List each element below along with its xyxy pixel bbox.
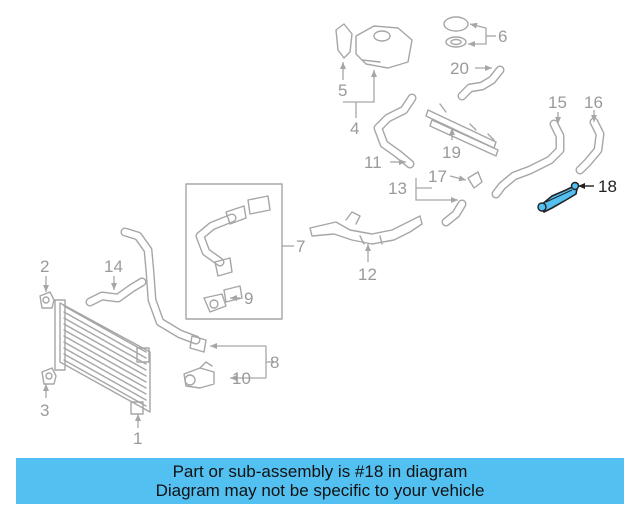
bleed-hose-part[interactable] (457, 65, 505, 101)
leader-lines (43, 22, 597, 428)
callout-5: 5 (338, 81, 347, 100)
tank-bracket-part[interactable] (335, 23, 353, 59)
highlighted-pipe-part-18[interactable] (537, 181, 580, 213)
callout-13: 13 (388, 179, 407, 198)
tank-cap-part[interactable] (443, 16, 469, 48)
callout-11: 11 (364, 153, 382, 172)
thermostat-housing-part[interactable] (183, 361, 215, 389)
callout-7: 7 (296, 237, 305, 256)
banner-line-2: Diagram may not be specific to your vehi… (155, 481, 485, 500)
callout-3: 3 (40, 401, 49, 420)
lower-mount-part[interactable] (41, 367, 57, 385)
callout-14: 14 (104, 257, 123, 276)
callout-2: 2 (40, 257, 49, 276)
hose-assembly-part[interactable] (195, 195, 271, 313)
heater-hose-15-part[interactable] (491, 119, 565, 199)
upper-radiator-hose-part[interactable] (85, 277, 147, 307)
cross-pipe-part[interactable] (425, 103, 499, 157)
info-banner: Part or sub-assembly is #18 in diagram D… (16, 458, 624, 504)
upper-mount-part[interactable] (39, 291, 55, 309)
callout-9: 9 (244, 289, 253, 308)
heater-hose-16-part[interactable] (575, 117, 605, 175)
callout-18: 18 (598, 177, 617, 196)
callout-6: 6 (498, 27, 507, 46)
callout-20: 20 (450, 59, 469, 78)
parts-diagram: 1 2 3 4 5 6 7 8 9 10 11 12 13 14 15 16 1… (39, 16, 617, 448)
callout-12: 12 (358, 265, 377, 284)
radiator-part[interactable] (54, 299, 151, 415)
connector-pipe-part[interactable] (441, 171, 483, 227)
main-coolant-hose-part[interactable] (120, 227, 207, 353)
callout-10: 10 (232, 369, 251, 388)
callout-4: 4 (350, 119, 359, 138)
callout-17: 17 (428, 167, 447, 186)
callout-8: 8 (270, 353, 279, 372)
banner-line-1: Part or sub-assembly is #18 in diagram (172, 462, 468, 481)
coolant-pipe-part[interactable] (373, 93, 417, 169)
callout-1: 1 (133, 429, 142, 448)
expansion-tank-part[interactable] (355, 25, 413, 69)
group-box-7 (185, 183, 283, 320)
callout-16: 16 (584, 93, 603, 112)
callout-15: 15 (548, 93, 567, 112)
callout-19: 19 (442, 143, 461, 162)
long-coolant-pipe-part[interactable] (309, 211, 423, 245)
